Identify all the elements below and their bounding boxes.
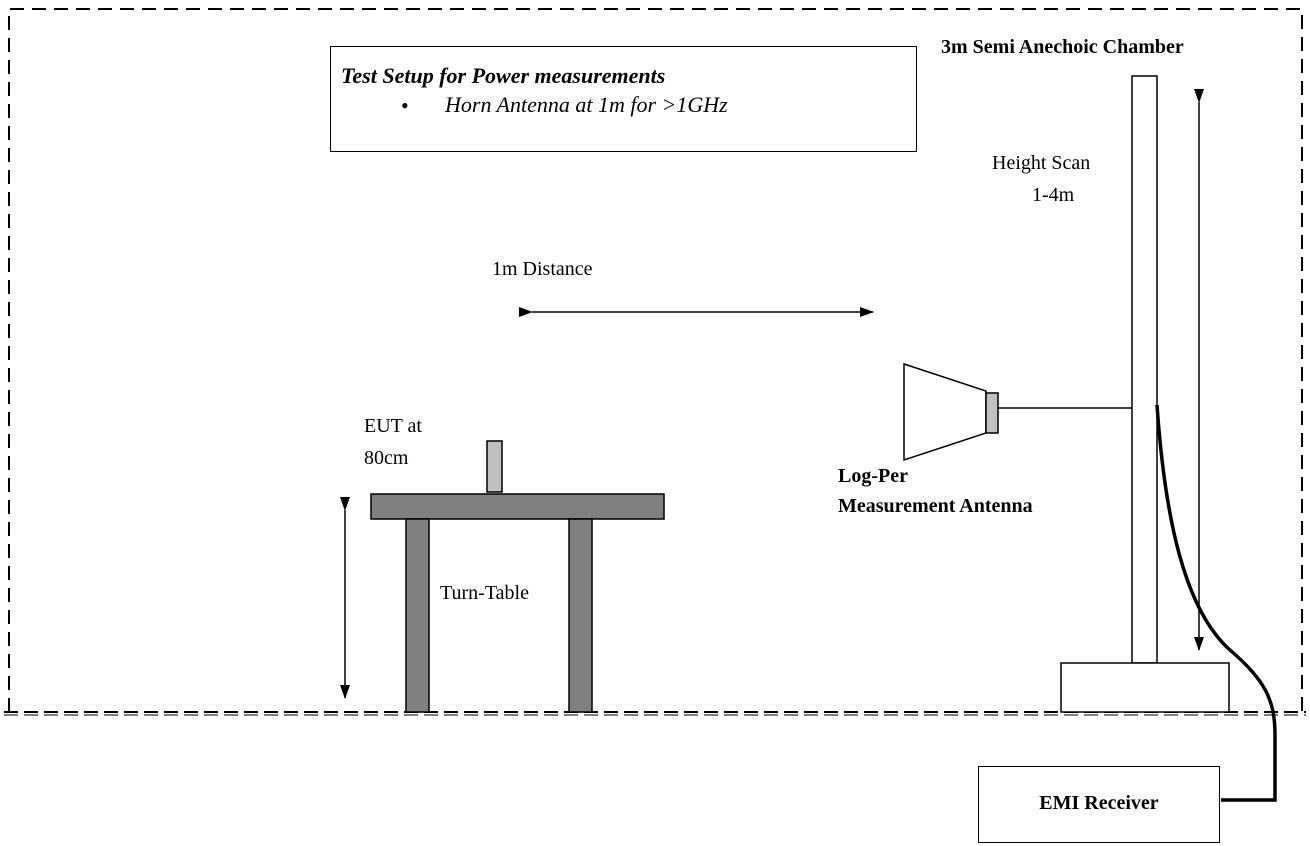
chamber-label: 3m Semi Anechoic Chamber <box>941 36 1184 58</box>
horn-antenna <box>903 362 987 462</box>
antenna-cable <box>1155 404 1277 802</box>
setup-title: Test Setup for Power measurements <box>341 63 666 88</box>
antenna-type-label: Measurement Antenna <box>838 495 1033 517</box>
receiver-label: EMI Receiver <box>1039 792 1159 814</box>
antenna-connector <box>985 392 999 434</box>
table-leg-right <box>568 518 593 713</box>
emi-receiver: EMI Receiver <box>978 766 1220 843</box>
table-top <box>370 493 665 520</box>
setup-bullet-text: Horn Antenna at 1m for >1GHz <box>445 92 728 117</box>
title-box: Test Setup for Power measurements • Horn… <box>330 46 917 152</box>
table-leg-left <box>405 518 430 713</box>
eut-device <box>486 440 503 493</box>
antenna-mast <box>1131 75 1158 664</box>
height-scan-label: Height Scan <box>992 152 1091 174</box>
eut-height-label: 80cm <box>364 447 409 469</box>
distance-label: 1m Distance <box>492 258 593 280</box>
antenna-label: Log-Per <box>838 465 908 487</box>
chamber-boundary <box>8 8 1303 712</box>
height-scan-range: 1-4m <box>1032 184 1075 206</box>
mast-base <box>1060 662 1230 713</box>
bullet-icon: • <box>401 93 409 118</box>
eut-label: EUT at <box>364 415 422 437</box>
turntable-label: Turn-Table <box>440 582 529 604</box>
